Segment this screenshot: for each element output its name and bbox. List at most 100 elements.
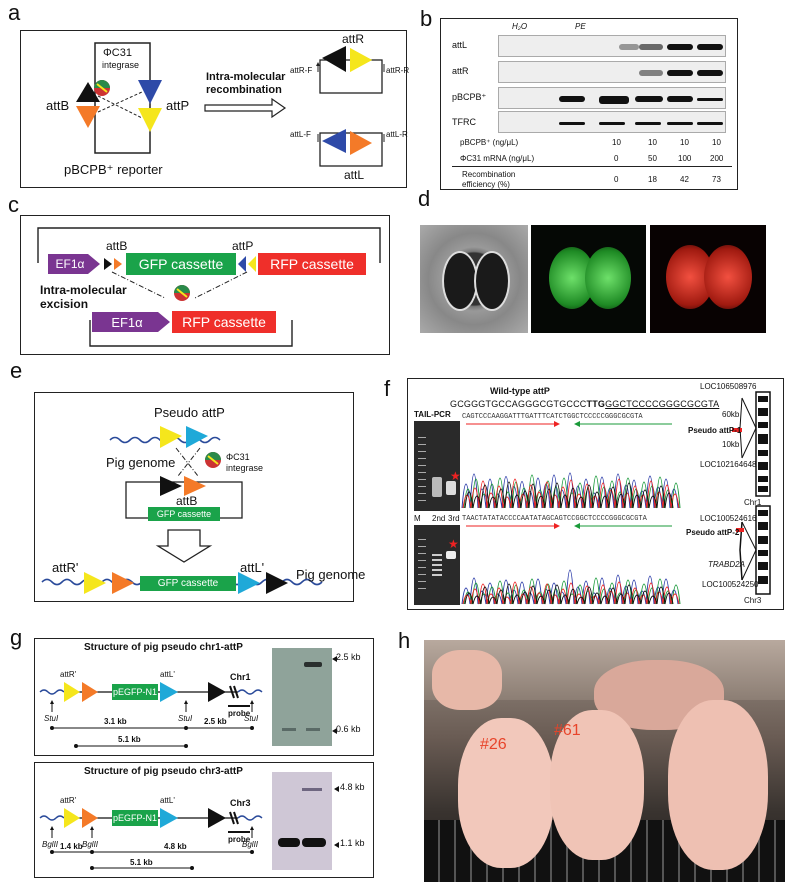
wild-type-title: Wild-type attP [490,386,550,396]
e-gfp-cassette: GFP cassette [148,507,220,521]
pig-genome-label-2: Pig genome [296,567,366,582]
lane-2nd: 2nd [432,514,446,523]
g2-bglii-1: BglII [42,840,59,849]
gel-label-attL: attL [452,40,468,50]
pbcpb-val-2: 10 [648,138,657,147]
g1-stul-1: StuI [44,714,59,723]
eff-val-2: 18 [648,175,657,184]
g2-dist-48: 4.8 kb [164,842,187,851]
panel-label-d: d [418,186,431,211]
g1-dist-31: 3.1 kb [104,717,127,726]
eff-label-1: Recombination [462,170,516,179]
attR-R-label: attR-R [386,66,410,75]
wild-type-seq: GCGGGTGCCAGGGCGTGCCCTTGGGCTCCCCGGGCGCGTA [450,399,719,409]
panel-label-a: a [8,0,21,25]
seq-read-2: TAACTATATACCCCAATATAGCAGTCCGGCTCCCCGGGCG… [462,515,647,523]
seq-read-1: CAGTCCCAAGGATTTGATTTCATCTGGCTCCCCCGGGCGC… [462,413,643,421]
blot1-size-top: 2.5 kb [336,652,361,662]
g2-bglii-2: BglII [82,840,99,849]
pseudo-attP-label: Pseudo attP [154,405,225,420]
ef1a-promoter-2: EF1α [111,314,143,330]
g2-dist-51: 5.1 kb [130,858,153,867]
dist-10kb: 10kb [722,440,740,449]
blot2-size-bot: 1.1 kb [340,838,365,848]
pseudo-attP-1: Pseudo attP-1 [688,426,742,435]
pbcpb-conc-label: pBCPB⁺ (ng/μL) [460,138,519,147]
mrna-val-2: 50 [648,154,657,163]
mrna-val-1: 0 [614,154,619,163]
blot1-bot-marker [332,728,337,734]
attP-yellow-triangle [138,108,162,132]
blot1-top-marker [332,656,337,662]
g2-probe-label: probe [228,835,251,844]
g1-probe-label: probe [228,709,251,718]
c-attB-label: attB [106,239,128,253]
gfp-cassette: GFP cassette [126,253,236,275]
pseudo-attP-2: Pseudo attP-2 [686,528,740,537]
blot2-bot-marker [334,842,339,848]
panel-label-g: g [10,625,23,650]
piglet-61 [550,710,644,860]
eff-label-2: efficiency (%) [462,180,510,189]
piglet-right [668,700,768,870]
attR-label: attR [342,32,365,46]
g1-egfp-cassette: pEGFP-N1 [112,684,158,700]
mrna-val-3: 100 [678,154,692,163]
chr3-label: Chr3 [744,596,762,605]
pbcpb-val-4: 10 [712,138,721,147]
attL-label: attL [344,168,365,182]
gel-label-pbcpb: pBCPB⁺ [452,92,487,102]
g1-chr1-label: Chr1 [230,672,251,682]
c-attP-label: attP [232,239,254,253]
wild-seq-post: GGCTCCCCGGGCGCGTA [605,399,720,409]
integrase-label-2: integrase [102,60,140,70]
g-title-1: Structure of pig pseudo chr1-attP [84,642,243,653]
panel-label-h: h [398,628,411,653]
star-marker-1: ★ [450,469,461,483]
reporter-label: pBCPB⁺ reporter [64,162,163,177]
attB-orange-triangle [76,106,100,128]
g1-attL-label: attL' [160,670,175,679]
blot2-top-marker [334,786,339,792]
gel-label-tfrc: TFRC [452,117,476,127]
attL-prime-label: attL' [240,560,265,575]
rfp-cassette: RFP cassette [258,253,366,275]
attB-black-triangle [76,82,100,102]
eff-val-4: 73 [712,175,721,184]
blot2-size-top: 4.8 kb [340,782,365,792]
g2-chr3-label: Chr3 [230,798,251,808]
attP-blue-triangle [138,80,162,104]
panel-e-frame [34,392,354,602]
attR-F-label: attR-F [290,66,313,75]
g-title-2: Structure of pig pseudo chr3-attP [84,766,243,777]
eff-val-1: 0 [614,175,619,184]
attP-label: attP [166,98,190,113]
blot1-size-bot: 0.6 kb [336,724,361,734]
recomb-label-1: Intra-molecular [206,71,286,83]
e-attB-label: attB [176,494,198,508]
attL-F-label: attL-F [290,130,311,139]
panel-label-c: c [8,192,19,217]
panel-label-e: e [10,358,23,383]
tail-pcr-label: TAIL-PCR [414,410,451,419]
embryo-brightfield-image [420,225,528,333]
g2-egfp-cassette: pEGFP-N1 [112,810,158,826]
trabd2a-label: TRABD2A [708,560,745,569]
piglets-photo: #26 #61 [424,640,785,882]
col-pe: PE [575,22,586,31]
mrna-conc-label: ΦC31 mRNA (ng/μL) [460,154,535,163]
g2-dist-14: 1.4 kb [60,842,83,851]
pig-label-61: #61 [554,722,581,739]
g1-attR-label: attR' [60,670,77,679]
g2-attR-label: attR' [60,796,77,805]
tail-pcr-gel-1: ★ [414,421,461,511]
col-h2o: H₂O [512,22,528,31]
star-marker-2: ★ [448,537,459,551]
g2-attL-label: attL' [160,796,175,805]
mrna-val-4: 200 [710,154,724,163]
loc-106508976: LOC106508976 [700,382,757,391]
ef1a-promoter: EF1α [55,257,85,271]
dist-60kb: 60kb [722,410,740,419]
